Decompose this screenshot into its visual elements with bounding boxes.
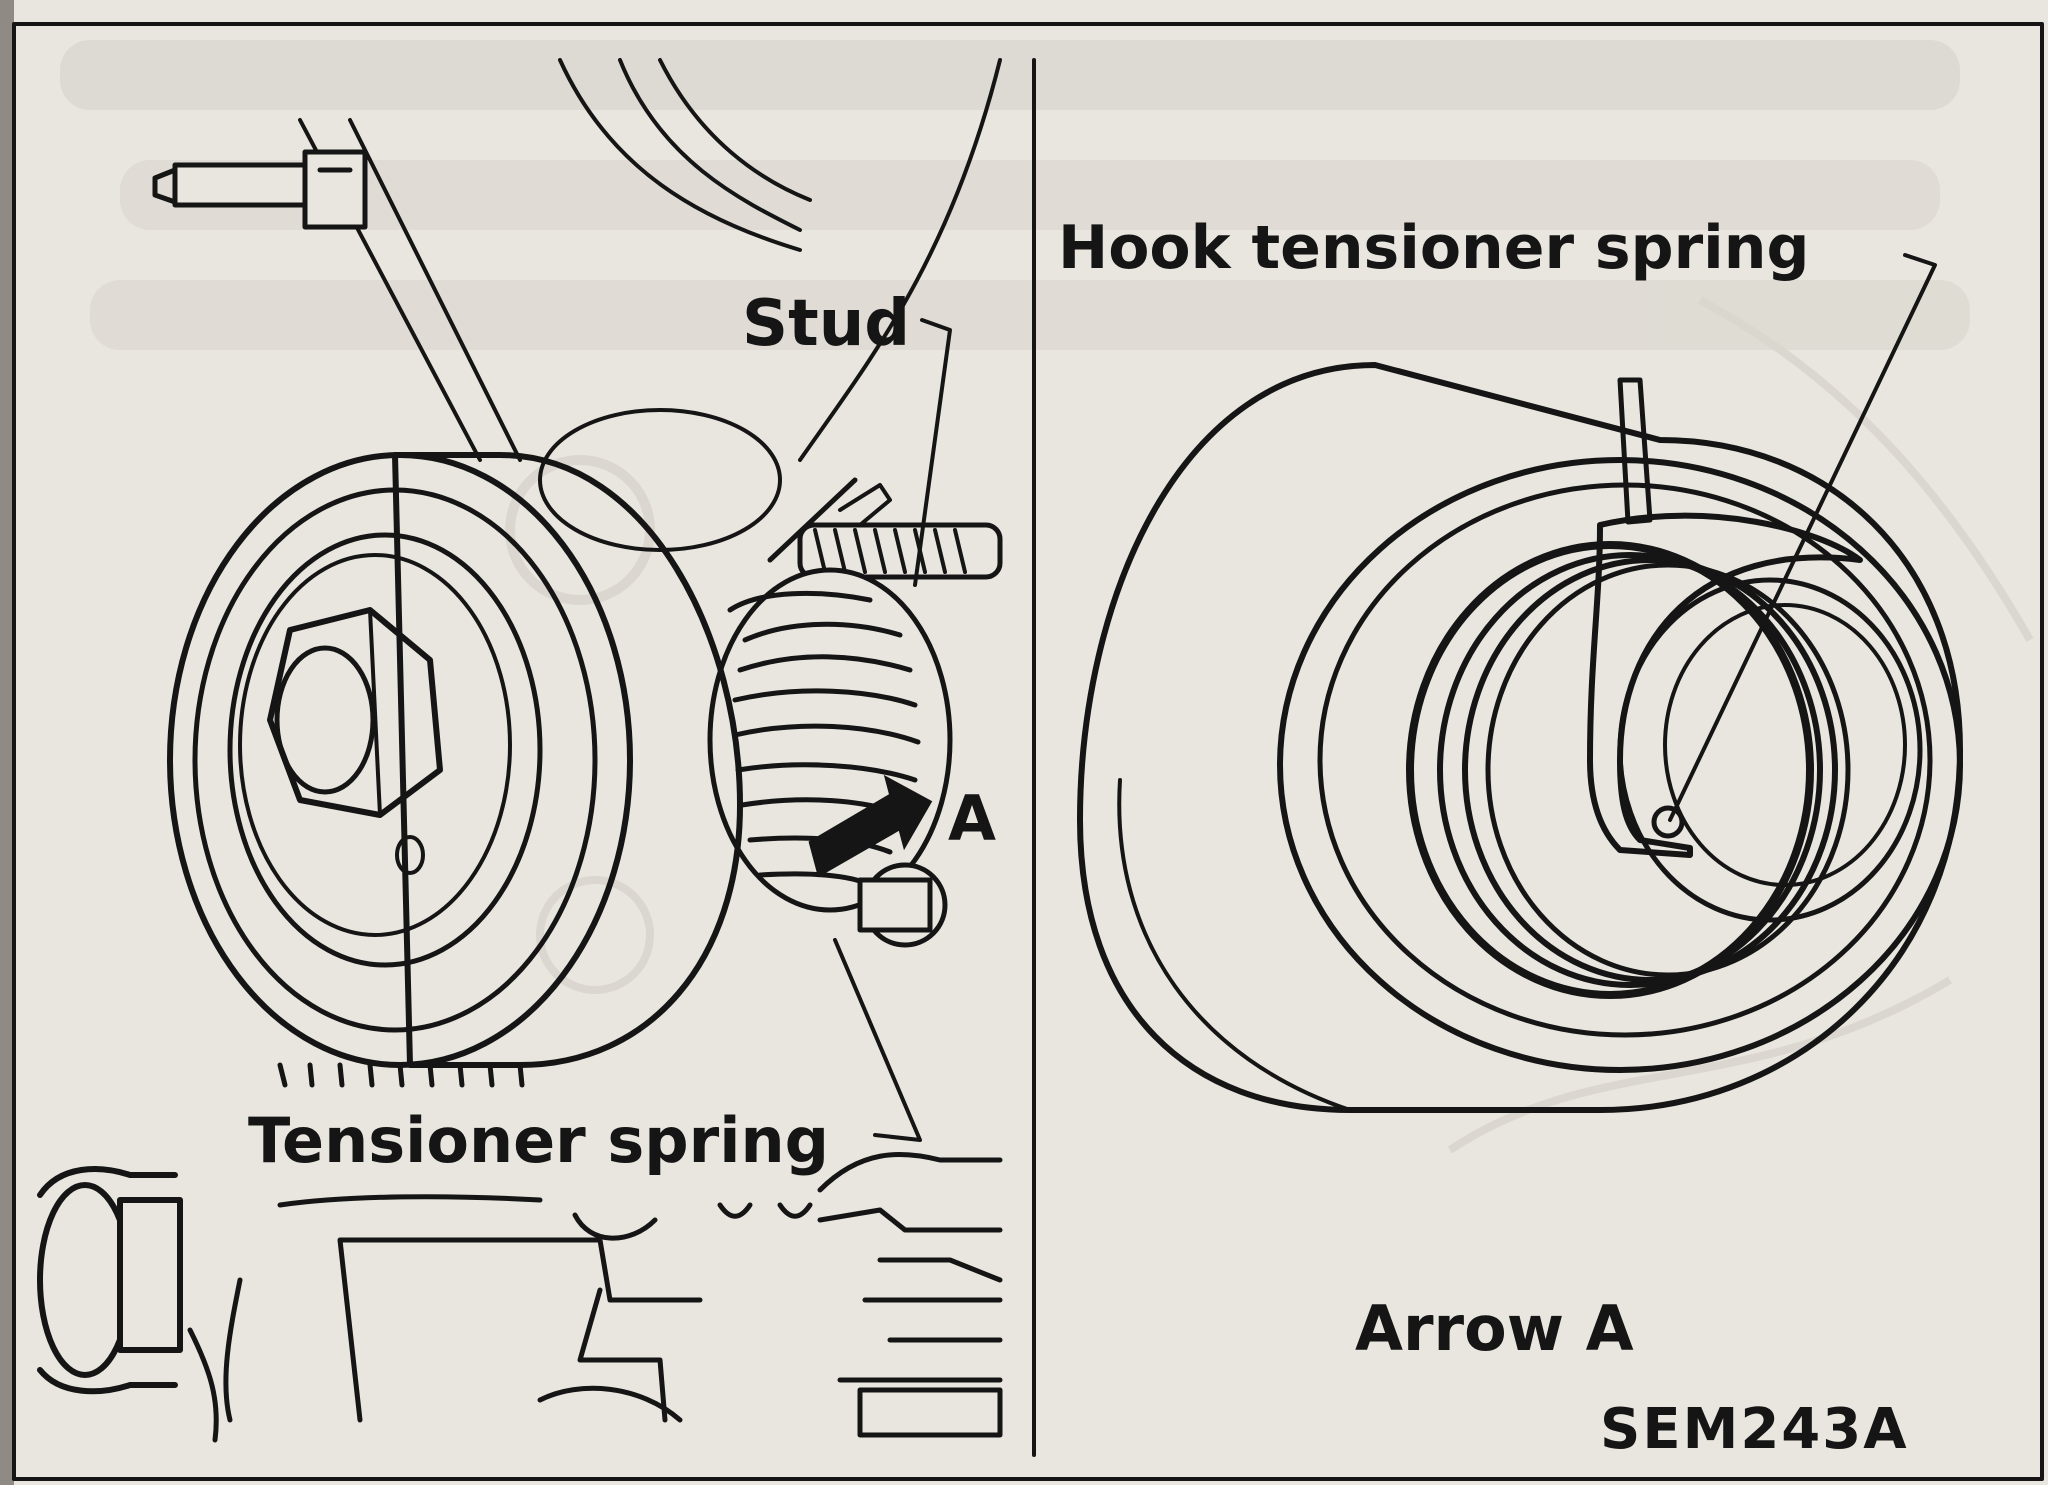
hook-spring-leader — [1668, 253, 1937, 822]
center-nut — [267, 607, 443, 818]
hook-tensioner-spring-label: Hook tensioner spring — [1058, 213, 1809, 283]
arrow-a-view-label: Arrow A — [1355, 1292, 1634, 1365]
rear-pulley — [538, 408, 782, 552]
left-panel-illustration — [37, 58, 1003, 1443]
figure-frame — [12, 22, 2044, 1481]
center-bore-inner — [1663, 603, 1907, 887]
mounting-plate — [1077, 362, 1963, 1113]
figure-code: SEM243A — [1600, 1397, 1909, 1462]
right-panel-illustration — [1077, 253, 1963, 1113]
tensioner-spring-label: Tensioner spring — [248, 1104, 829, 1177]
left-edge-shadow — [0, 0, 14, 1485]
lower-nut — [857, 862, 948, 948]
stud-leader — [913, 318, 952, 587]
tensioner-spring-leader — [833, 938, 922, 1142]
engine-block-lower — [187, 1062, 1003, 1443]
spring-housing-outer — [1277, 457, 1963, 1073]
hook-spring-coils — [1406, 541, 1851, 999]
pulley-hole — [395, 835, 425, 875]
hook-pin — [1651, 805, 1685, 839]
left-side-fitting — [37, 1166, 183, 1395]
timing-belt-lines — [298, 58, 1002, 462]
arrow-a-marker — [808, 774, 933, 878]
arrow-a-label: A — [948, 782, 996, 855]
stud-label: Stud — [742, 287, 910, 361]
center-bore-outer — [1617, 577, 1923, 923]
bleed-through-texture — [60, 40, 2034, 1154]
top-bolt — [152, 149, 368, 230]
